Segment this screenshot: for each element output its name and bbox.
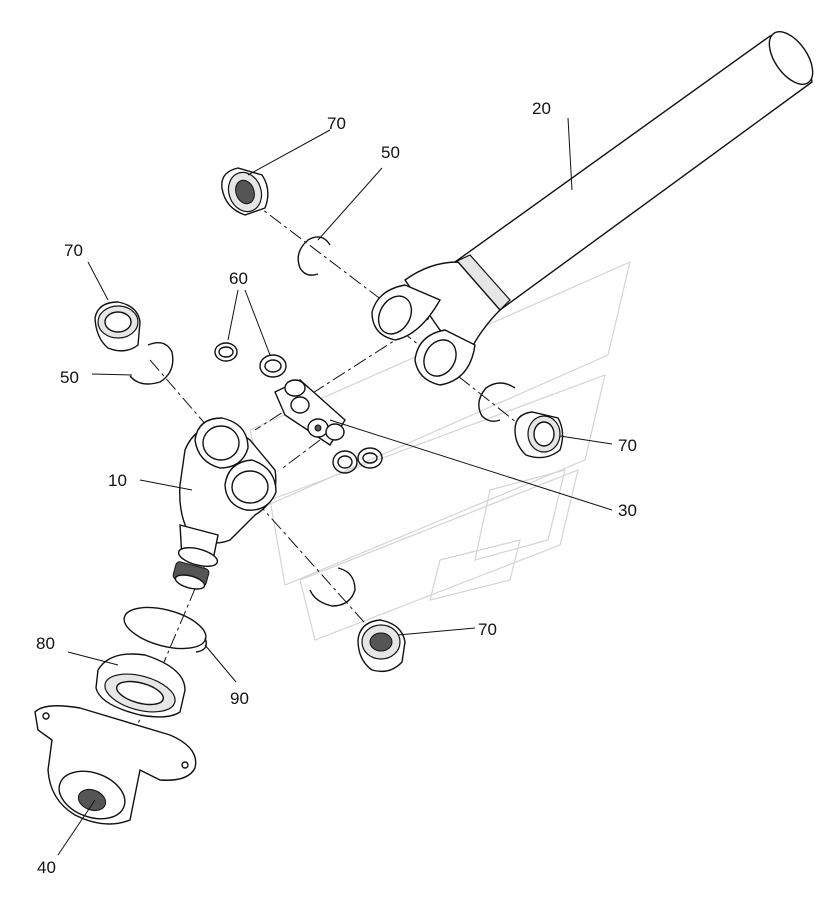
part-60-o-rings — [214, 342, 383, 474]
part-70-bearing-cup-top — [221, 167, 269, 216]
callout-10: 10 — [108, 471, 127, 490]
part-90-retaining-rings — [123, 606, 208, 653]
part-20-shaft-tube — [371, 31, 814, 386]
part-50-snap-ring-right — [478, 382, 516, 423]
part-70-bearing-cup-right — [514, 411, 564, 459]
callout-40: 40 — [37, 858, 56, 877]
callout-70-bottom: 70 — [478, 620, 497, 639]
callout-20: 20 — [532, 99, 551, 118]
part-40-flange-housing — [34, 705, 197, 825]
callout-50-left: 50 — [60, 368, 79, 387]
callout-70-right: 70 — [618, 436, 637, 455]
part-50-snap-ring-lower — [309, 567, 356, 607]
part-50-snap-ring-top — [297, 236, 331, 276]
callout-70-left: 70 — [64, 241, 83, 260]
callout-50-top: 50 — [381, 143, 400, 162]
callout-60: 60 — [229, 269, 248, 288]
part-30-cross-spider — [274, 379, 346, 446]
callout-80: 80 — [36, 634, 55, 653]
callout-30: 30 — [618, 501, 637, 520]
part-50-snap-ring-left — [129, 342, 174, 385]
part-10-yoke — [172, 417, 277, 590]
callout-70-top: 70 — [327, 114, 346, 133]
part-70-bearing-cup-left — [94, 301, 141, 352]
callout-leader-lines — [57, 117, 613, 856]
part-80-bearing — [95, 653, 186, 718]
part-70-bearing-cup-bottom — [357, 619, 406, 673]
callout-90: 90 — [230, 689, 249, 708]
